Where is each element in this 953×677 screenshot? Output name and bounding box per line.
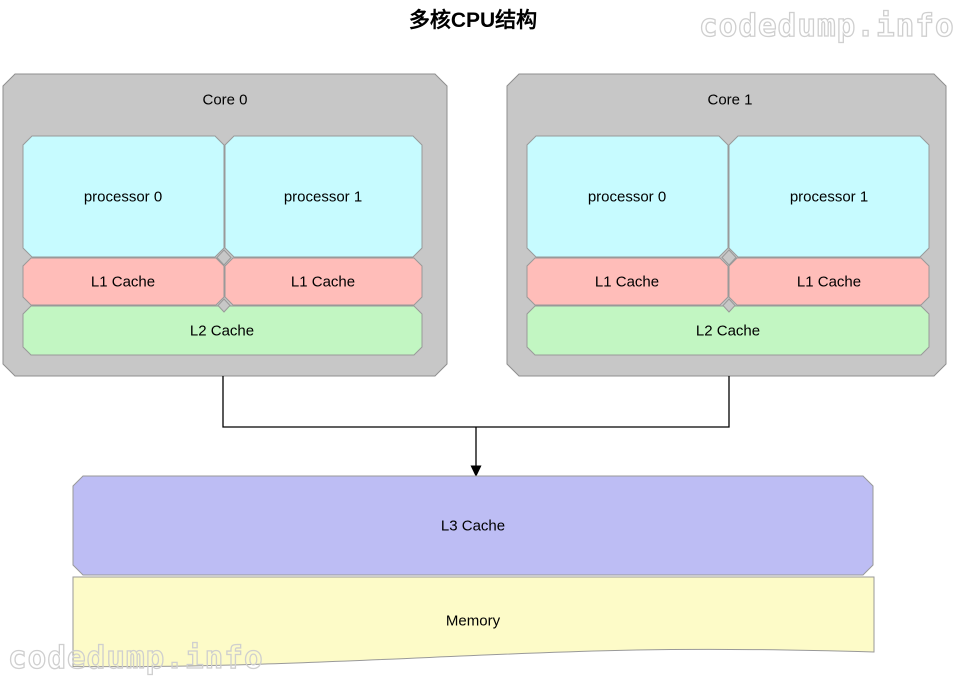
core0-label: Core 0 (202, 91, 248, 109)
core0-l1a-box (22, 257, 225, 306)
core1-label: Core 1 (707, 91, 753, 109)
core0-l1b-label: L1 Cache (290, 273, 356, 291)
arrow-down-icon (470, 465, 482, 477)
core0-l2-box (22, 305, 423, 356)
core1-processor1-label: processor 1 (789, 188, 869, 206)
core0-l2-label: L2 Cache (189, 322, 255, 340)
watermark-bottom-left: codedump.info (7, 639, 264, 676)
core0-l1b-box (224, 257, 423, 306)
core1-l2-box (526, 305, 930, 356)
core1-l2-label: L2 Cache (695, 322, 761, 340)
memory-label: Memory (445, 612, 501, 630)
connector-lines (222, 376, 730, 467)
l3-cache-label: L3 Cache (440, 517, 506, 535)
core1-processor1-box (728, 135, 930, 258)
l3-cache-box (72, 475, 874, 576)
core1-l1b-label: L1 Cache (796, 273, 862, 291)
watermark-top-right: codedump.info (698, 7, 953, 44)
core0-junction-diamond-bottom (217, 298, 231, 313)
core0-l1a-label: L1 Cache (90, 273, 156, 291)
core1-junction-diamond-top (721, 249, 737, 266)
core1-junction-diamond-bottom (722, 298, 736, 313)
core0-processor1-label: processor 1 (283, 188, 363, 206)
diagram-title: 多核CPU结构 (408, 9, 538, 32)
core0-processor0-box (22, 135, 225, 258)
core1-processor0-label: processor 0 (587, 188, 667, 206)
memory-box (72, 576, 875, 668)
core0-junction-diamond-top (216, 249, 232, 266)
core1-l1a-label: L1 Cache (594, 273, 660, 291)
core1-l1b-box (728, 257, 930, 306)
core1-l1a-box (526, 257, 729, 306)
core0-processor1-box (224, 135, 423, 258)
core0-processor0-label: processor 0 (83, 188, 163, 206)
core1-processor0-box (526, 135, 729, 258)
